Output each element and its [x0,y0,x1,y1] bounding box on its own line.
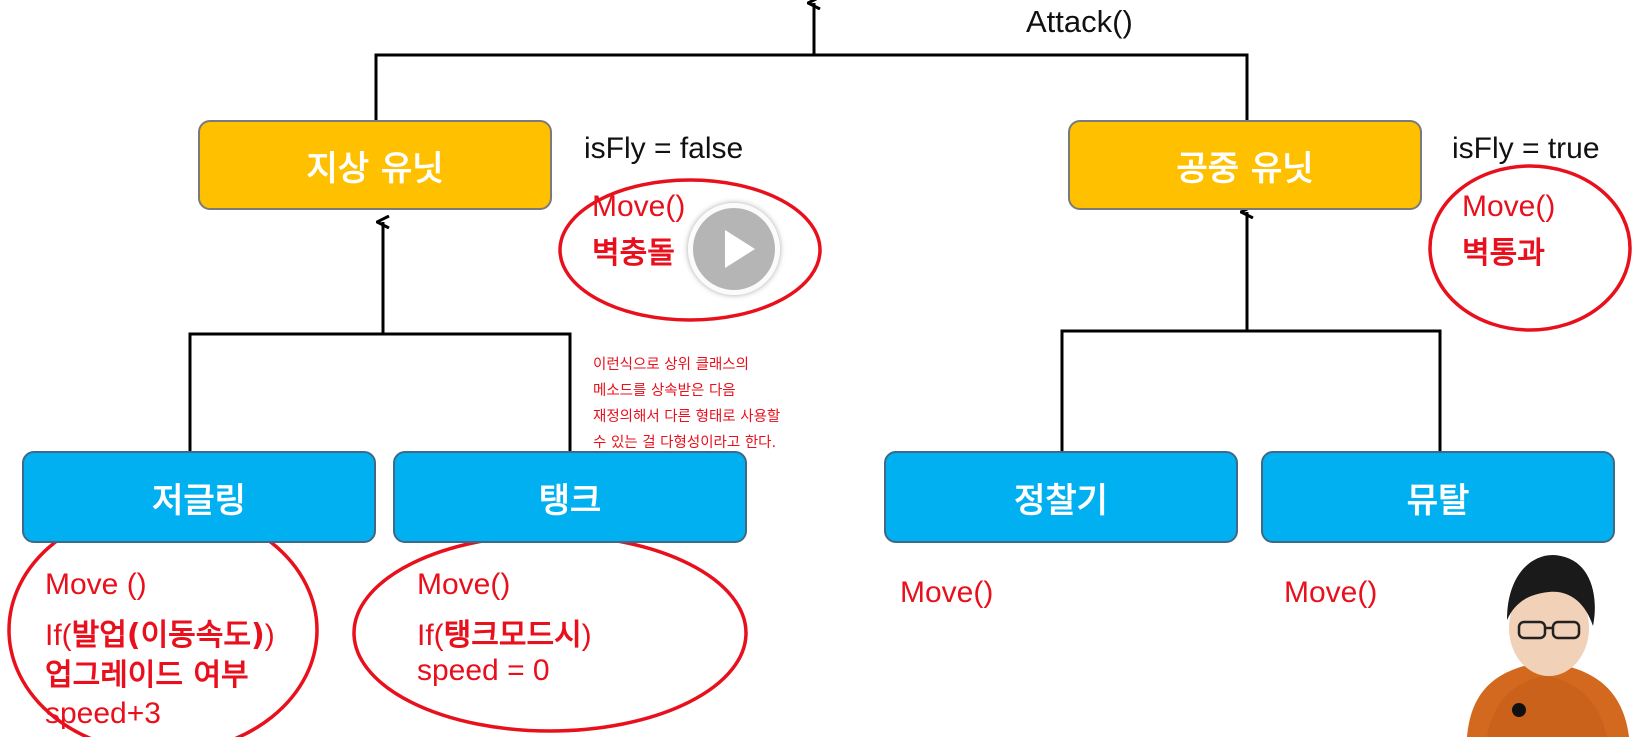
air-unit-method: Move() [1462,190,1555,224]
tank-condition-prefix: If( [417,619,444,652]
ground-unit-title: 지상 유닛 [307,141,444,190]
top-bracket [376,55,1247,120]
ground-unit-behavior: 벽충돌 [592,228,675,272]
ground-unit-property: isFly = false [584,132,743,166]
presenter-avatar [1457,540,1636,737]
tank-title: 탱크 [539,473,602,522]
scout-method: Move() [900,576,993,610]
air-unit-box: 공중 유닛 [1068,120,1422,210]
ground-bracket [190,334,570,452]
zergling-condition-text: 발업(이동속도) [72,618,265,653]
zergling-condition-suffix: ) [265,619,275,652]
air-bracket [1062,331,1440,452]
tank-method: Move() [417,568,510,602]
mutal-method: Move() [1284,576,1377,610]
air-unit-title: 공중 유닛 [1177,141,1314,190]
tank-condition-text: 탱크모드시 [444,618,582,653]
zergling-speed: speed+3 [45,697,161,731]
play-button[interactable] [688,203,780,295]
tank-condition-suffix: ) [582,619,592,652]
tank-condition: If(탱크모드시) [417,610,592,654]
tank-box: 탱크 [393,451,747,543]
air-unit-property: isFly = true [1452,132,1600,166]
ground-unit-method: Move() [592,190,685,224]
air-unit-behavior: 벽통과 [1462,228,1545,272]
tank-speed: speed = 0 [417,654,550,688]
scout-box: 정찰기 [884,451,1238,543]
mutal-title: 뮤탈 [1407,473,1470,522]
ground-unit-box: 지상 유닛 [198,120,552,210]
zergling-upgrade-text: 업그레이드 여부 [45,650,249,694]
play-icon [693,208,775,290]
zergling-box: 저글링 [22,451,376,543]
polymorphism-note: 이런식으로 상위 클래스의 메소드를 상속받은 다음 재정의해서 다른 형태로 … [593,352,793,456]
scout-title: 정찰기 [1014,473,1108,522]
zergling-condition: If(발업(이동속도)) [45,610,275,654]
zergling-method: Move () [45,568,147,602]
attack-method-label: Attack() [1026,4,1133,40]
zergling-condition-prefix: If( [45,619,72,652]
mutal-box: 뮤탈 [1261,451,1615,543]
presenter-webcam [1457,540,1636,737]
zergling-title: 저글링 [152,473,246,522]
